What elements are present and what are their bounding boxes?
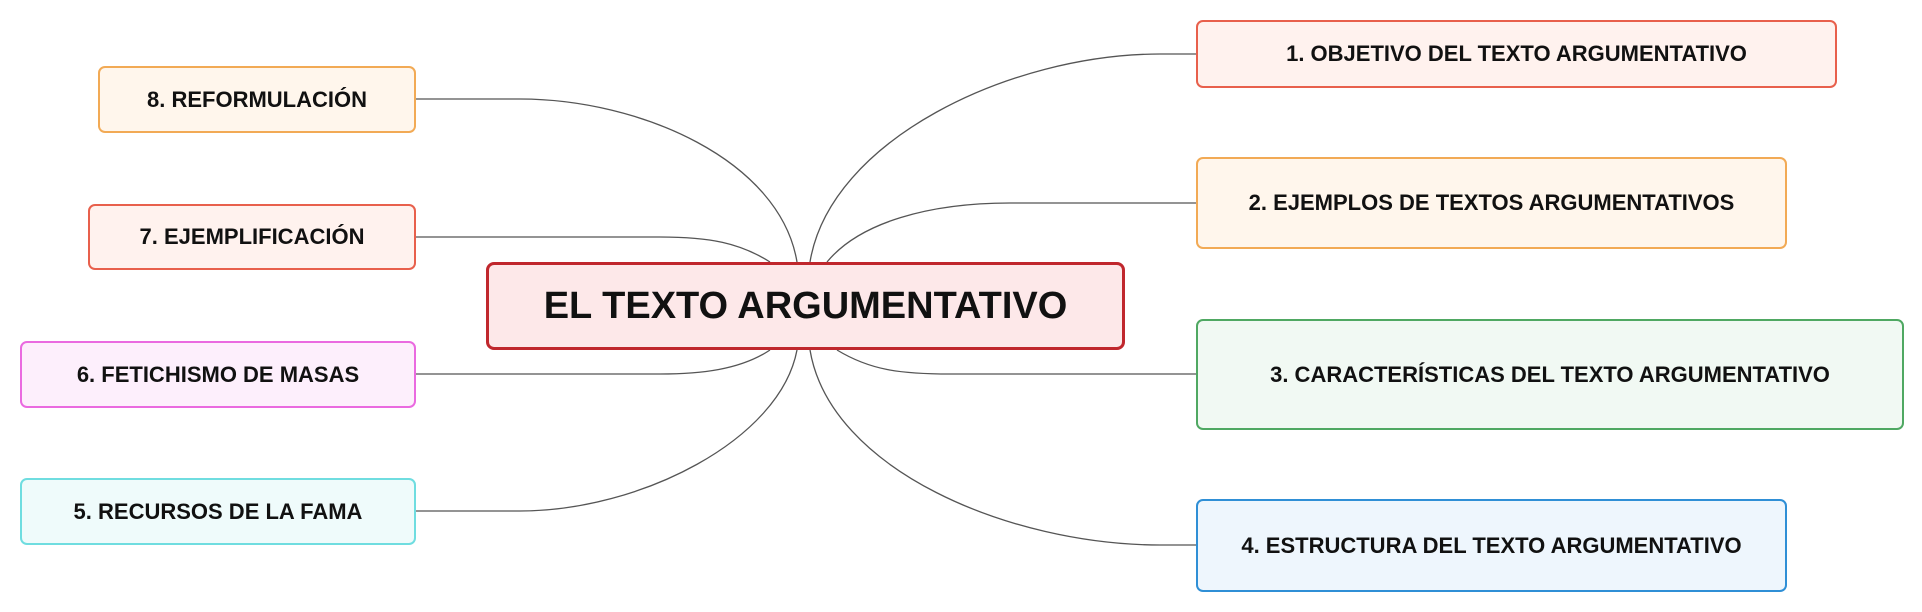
connector-branch-2 [826,202,1196,263]
branch-fetichismo-masas[interactable]: 6. FETICHISMO DE MASAS [20,341,416,408]
branch-recursos-fama[interactable]: 5. RECURSOS DE LA FAMA [20,478,416,545]
branch-label: 1. OBJETIVO DEL TEXTO ARGUMENTATIVO [1286,41,1747,66]
connector-branch-5 [416,349,798,512]
branch-reformulacion[interactable]: 8. REFORMULACIÓN [98,66,416,133]
branch-label: 2. EJEMPLOS DE TEXTOS ARGUMENTATIVOS [1248,190,1735,215]
connector-branch-7 [416,236,771,263]
central-topic-label: EL TEXTO ARGUMENTATIVO [543,284,1068,327]
branch-estructura[interactable]: 4. ESTRUCTURA DEL TEXTO ARGUMENTATIVO [1196,499,1787,592]
connector-branch-8 [416,98,798,263]
connector-branch-1 [809,53,1196,263]
branch-label: 5. RECURSOS DE LA FAMA [73,498,363,524]
branch-label: 6. FETICHISMO DE MASAS [76,361,360,387]
branch-label: 4. ESTRUCTURA DEL TEXTO ARGUMENTATIVO [1241,532,1742,558]
branch-label: 3. CARACTERÍSTICAS DEL TEXTO ARGUMENTATI… [1270,361,1830,387]
branch-ejemplos[interactable]: 2. EJEMPLOS DE TEXTOS ARGUMENTATIVOS [1196,157,1787,249]
central-topic[interactable]: EL TEXTO ARGUMENTATIVO [486,262,1125,350]
branch-label: 7. EJEMPLIFICACIÓN [139,224,365,249]
branch-label: 8. REFORMULACIÓN [147,86,367,112]
branch-objetivo[interactable]: 1. OBJETIVO DEL TEXTO ARGUMENTATIVO [1196,20,1837,88]
connector-branch-6 [416,349,771,375]
connector-branch-3 [836,349,1196,375]
connector-branch-4 [809,349,1196,546]
branch-caracteristicas[interactable]: 3. CARACTERÍSTICAS DEL TEXTO ARGUMENTATI… [1196,319,1904,430]
branch-ejemplificacion[interactable]: 7. EJEMPLIFICACIÓN [88,204,416,270]
